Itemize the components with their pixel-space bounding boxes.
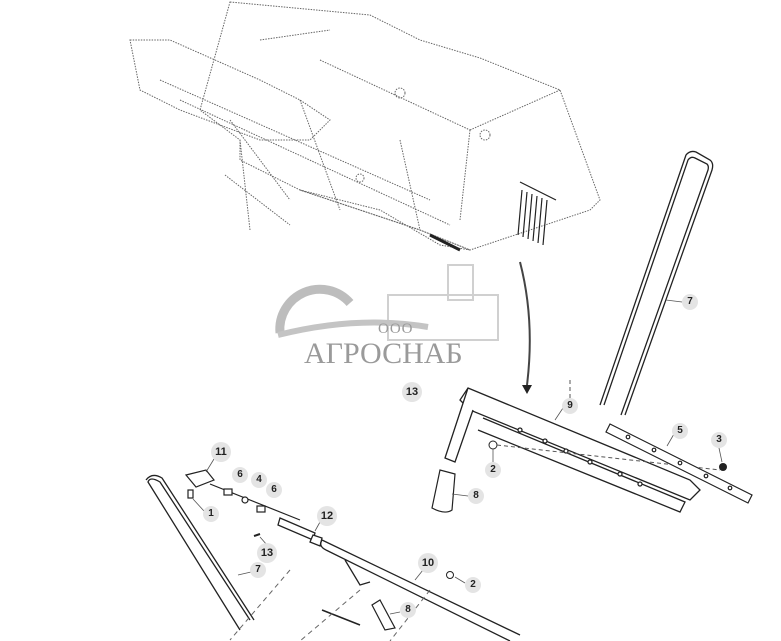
callout-1[interactable]: 1 [203,506,219,522]
callout-5[interactable]: 5 [672,423,688,439]
callout-7-left[interactable]: 7 [250,562,266,578]
callout-2-upper[interactable]: 2 [485,462,501,478]
frame-assembly [129,1,601,251]
part-7-rod-left [145,474,255,631]
callout-10[interactable]: 10 [418,553,438,573]
part-7-rod-right [599,150,714,416]
part-3-nut [719,463,727,471]
part-2-bolt-lower [446,571,454,579]
callout-2-lower[interactable]: 2 [465,577,481,593]
callout-6-b[interactable]: 6 [266,482,282,498]
callout-3[interactable]: 3 [711,432,727,448]
part-11-clamp [184,469,215,499]
callout-4[interactable]: 4 [251,472,267,488]
part-13-pin [253,533,261,537]
part-8-cap-upper [431,469,456,513]
callout-11[interactable]: 11 [211,442,231,462]
part-8-cap-lower [371,599,396,631]
part-5-strip [605,423,753,504]
callout-7-right[interactable]: 7 [682,294,698,310]
springs-washers [209,483,301,521]
callout-13-bottom[interactable]: 13 [257,543,277,563]
part-10-tube [320,539,521,641]
frame-tines [429,181,557,252]
callout-8-lower[interactable]: 8 [400,602,416,618]
part-2-bolt-upper [488,440,498,450]
callout-12[interactable]: 12 [317,506,337,526]
callout-6-a[interactable]: 6 [232,467,248,483]
assembly-arrow [519,261,531,386]
callout-13-top[interactable]: 13 [402,382,422,402]
part-9-bracket [444,387,701,513]
callout-8-upper[interactable]: 8 [468,488,484,504]
callout-9[interactable]: 9 [562,398,578,414]
part-12-tube [277,517,323,547]
